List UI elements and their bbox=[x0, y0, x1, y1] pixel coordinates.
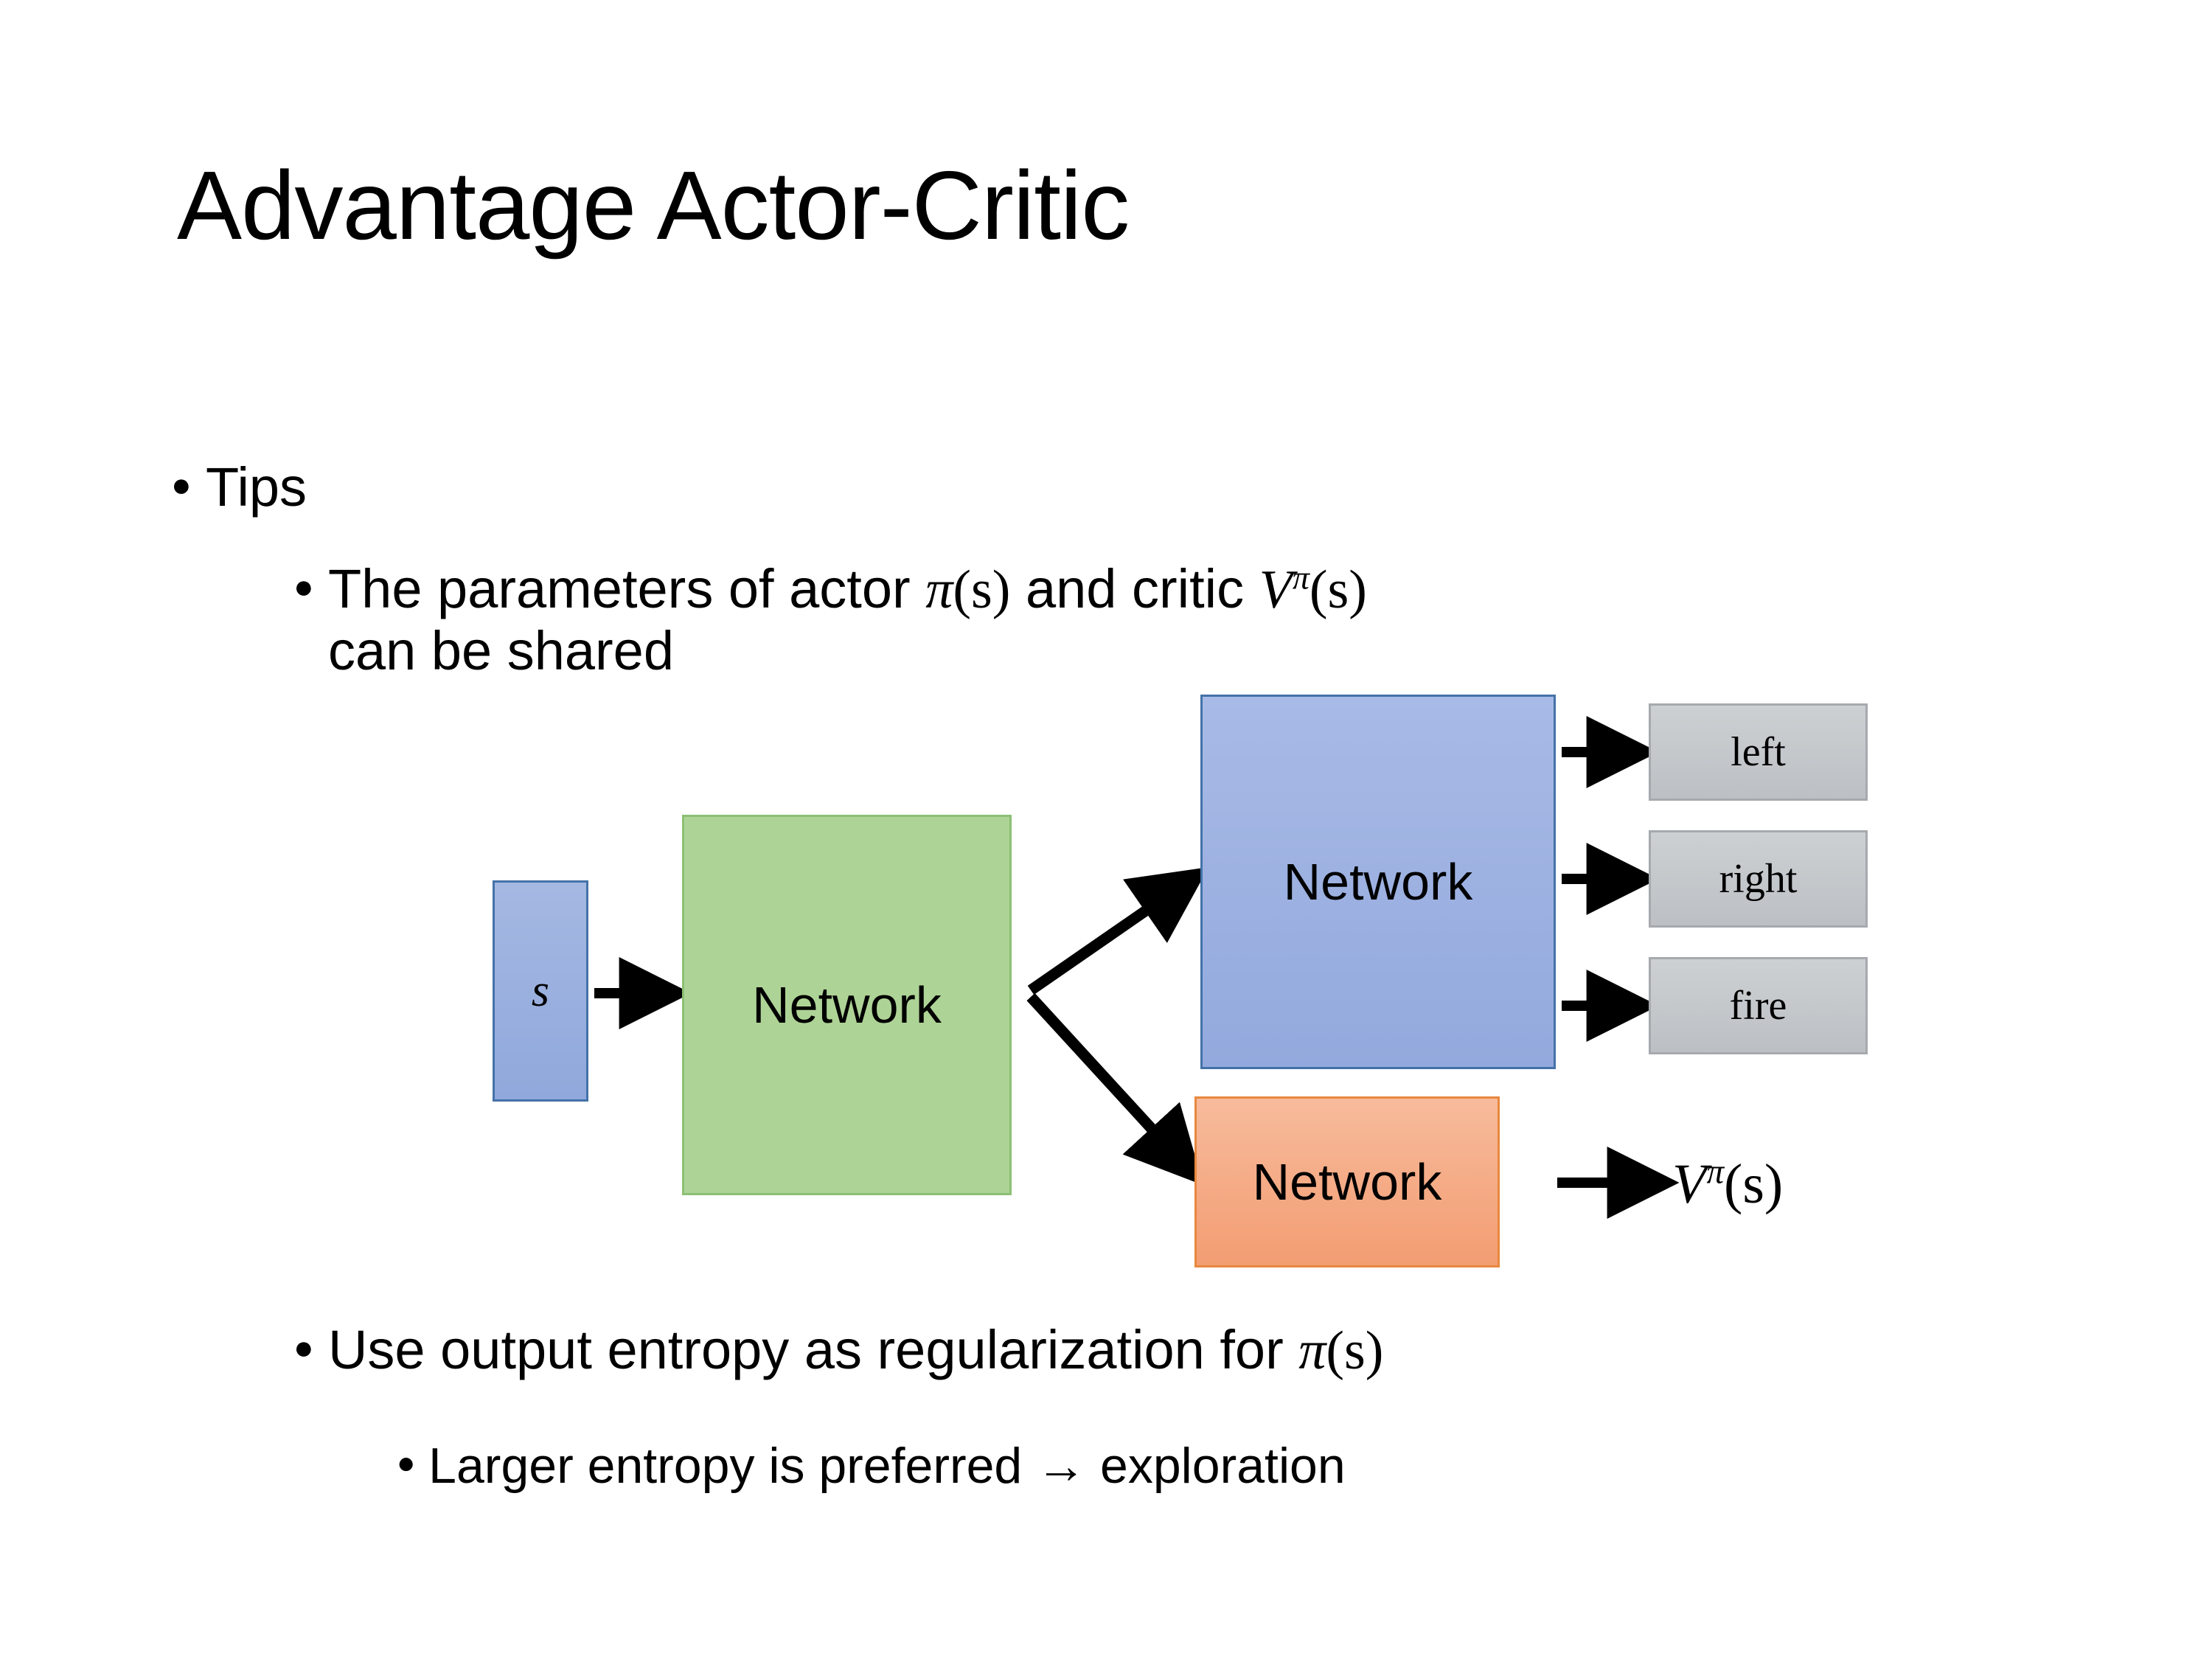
arrow-shared-to-critic bbox=[1026, 992, 1204, 1186]
state-input-box: s bbox=[493, 880, 588, 1102]
pi-symbol: π bbox=[925, 560, 953, 620]
state-label: s bbox=[531, 965, 550, 1016]
bullet-tips: ● Tips bbox=[171, 456, 835, 518]
action-label: left bbox=[1731, 729, 1786, 775]
shared-network-box: Network bbox=[682, 815, 1012, 1195]
params-mid-text: and critic bbox=[1010, 558, 1259, 619]
pi-argument: (s) bbox=[1326, 1321, 1384, 1381]
bullet-entropy-text: Use output entropy as regularization for… bbox=[327, 1319, 2063, 1382]
critic-network-label: Network bbox=[1252, 1153, 1442, 1211]
page-title: Advantage Actor-Critic bbox=[177, 151, 1130, 260]
action-output-fire: fire bbox=[1649, 957, 1868, 1054]
value-function-output-label: Vπ(s) bbox=[1672, 1152, 1783, 1217]
action-label: right bbox=[1719, 856, 1798, 902]
pi-symbol: π bbox=[1298, 1321, 1326, 1381]
action-label: fire bbox=[1729, 983, 1787, 1029]
value-argument: (s) bbox=[1724, 1153, 1784, 1215]
pi-argument: (s) bbox=[953, 560, 1011, 620]
action-output-right: right bbox=[1649, 830, 1868, 928]
bullet-marker-icon: ● bbox=[171, 465, 192, 504]
actor-network-box: Network bbox=[1200, 695, 1556, 1069]
value-symbol: V bbox=[1672, 1153, 1707, 1215]
bullet-tips-label: Tips bbox=[205, 456, 307, 518]
bullet-larger-entropy: ● Larger entropy is preferred → explorat… bbox=[397, 1438, 2093, 1494]
bullet-marker-icon: ● bbox=[293, 566, 314, 605]
arrow-shared-to-actor bbox=[1027, 867, 1209, 995]
bullet-larger-entropy-label: Larger entropy is preferred → exploratio… bbox=[428, 1438, 1346, 1494]
bullet-marker-icon: ● bbox=[397, 1444, 416, 1480]
critic-network-box: Network bbox=[1194, 1096, 1500, 1267]
bullet-entropy-regularization: ● Use output entropy as regularization f… bbox=[293, 1319, 2063, 1382]
params-pre-text: The parameters of actor bbox=[327, 558, 926, 619]
value-symbol: V bbox=[1259, 560, 1293, 620]
bullet-shared-parameters: ● The parameters of actor π(s) and criti… bbox=[293, 558, 2063, 682]
bullet-marker-icon: ● bbox=[293, 1327, 314, 1366]
actor-network-label: Network bbox=[1283, 853, 1473, 911]
bullet-shared-parameters-text: The parameters of actor π(s) and critic … bbox=[327, 558, 2063, 682]
value-superscript-pi: π bbox=[1292, 558, 1310, 597]
action-output-left: left bbox=[1649, 703, 1868, 801]
value-superscript-pi: π bbox=[1706, 1152, 1725, 1192]
params-line2-text: can be shared bbox=[327, 619, 674, 681]
shared-network-label: Network bbox=[752, 976, 942, 1034]
entropy-pre-text: Use output entropy as regularization for bbox=[327, 1319, 1299, 1380]
value-argument: (s) bbox=[1309, 560, 1367, 620]
